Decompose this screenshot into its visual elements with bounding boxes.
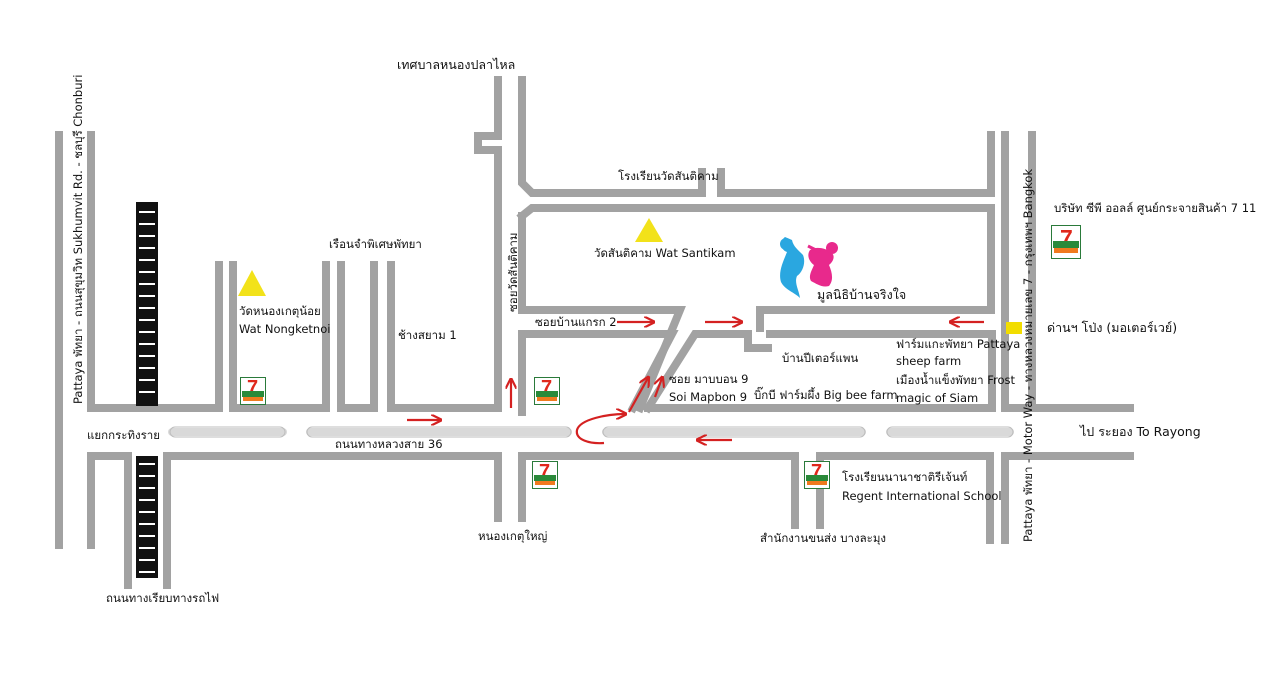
seven-eleven-logo-icon: 7 — [532, 461, 558, 489]
highway36-north-edge-2 — [229, 261, 330, 412]
railway-track-south — [136, 456, 158, 578]
label-mapbon-en: Soi Mapbon 9 — [669, 390, 748, 404]
label-sheep-farm-2: sheep farm — [896, 354, 962, 368]
label-ice-2: magic of Siam — [896, 391, 979, 405]
label-railway: ถนนทางเรียบทางรถไฟ — [106, 591, 220, 605]
direction-arrow-icon — [575, 414, 625, 445]
label-regent-th: โรงเรียนนานาชาติรีเจ้นท์ — [842, 470, 968, 484]
label-intersection: แยกกระทิงราย — [87, 428, 160, 442]
label-nong-ket-yai: หนองเกตุใหญ่ — [478, 529, 548, 543]
label-wat-nongketnoi-en: Wat Nongketnoi — [239, 322, 331, 336]
highway36-south-edge-west — [87, 452, 502, 522]
temple-triangle-icon — [635, 218, 663, 242]
label-foundation: มูลนิธิบ้านจริงใจ — [817, 287, 907, 302]
seven-eleven-logo-icon: 7 — [804, 461, 830, 489]
highway36-north-edge-3 — [337, 261, 378, 412]
highway36-north-edge-1 — [87, 261, 223, 412]
railway-track-north — [136, 202, 158, 406]
label-wat-nongketnoi-th: วัดหนองเกตุน้อย — [239, 304, 321, 318]
label-soi-santikam: ซอยวัดสันติคาม — [506, 232, 520, 312]
soi-santikam-east-edge — [518, 76, 706, 197]
highway36-south-edge-mid — [518, 452, 799, 529]
seven-eleven-logo-icon: 7 — [1051, 225, 1081, 259]
motorway-west-edge-north — [1001, 131, 1134, 412]
temple-triangle-icon — [238, 270, 266, 296]
label-toll: ด่านฯ โป่ง (มอเตอร์เวย์) — [1047, 320, 1178, 335]
farm-block — [766, 330, 996, 412]
label-motorway: Pattaya พัทยา - Motor Way - ทางหลวงหมายเ… — [1021, 168, 1035, 542]
seven-eleven-logo-icon: 7 — [240, 377, 266, 405]
seven-eleven-logo-icon: 7 — [534, 377, 560, 405]
direction-arrows — [407, 322, 984, 443]
label-soi-ban-kraek: ซอยบ้านแกรก 2 — [535, 315, 617, 329]
label-peter-pan: บ้านปีเตอร์แพน — [782, 351, 859, 365]
label-highway36: ถนนทางหลวงสาย 36 — [335, 437, 443, 451]
store-block — [518, 330, 679, 416]
direction-arrow-icon — [655, 378, 662, 398]
label-to-rayong: ไป ระยอง To Rayong — [1080, 424, 1201, 439]
roads — [55, 76, 1134, 589]
direction-arrow-icon — [628, 378, 648, 413]
label-chang-siam: ช้างสยาม 1 — [398, 328, 457, 342]
label-sukhumvit: Pattaya พัทยา - ถนนสุขุมวิท Sukhumvit Rd… — [71, 74, 85, 404]
label-regent-en: Regent International School — [842, 489, 1002, 503]
label-prison: เรือนจำพิเศษพัทยา — [329, 237, 422, 251]
median-outline — [169, 426, 1014, 438]
label-cp-all: บริษัท ซีพี ออลล์ ศูนย์กระจายสินค้า 7 11 — [1054, 201, 1257, 215]
label-mapbon-th: ซอย มาบบอน 9 — [669, 372, 749, 386]
school-road-north-edge — [717, 131, 995, 197]
highway36-south-edge-east2 — [816, 452, 994, 544]
label-wat-santikam: วัดสันติคาม Wat Santikam — [594, 246, 736, 260]
toll-gate-marker — [1006, 322, 1022, 334]
children-figures-logo — [780, 237, 838, 298]
inner-block-top — [516, 204, 995, 332]
mapbon-east-edge — [642, 330, 772, 414]
label-north-top: เทศบาลหนองปลาไหล — [397, 57, 516, 72]
label-bee-farm: บิ๊กบี ฟาร์มผึ้ง Big bee farm — [754, 388, 898, 402]
label-transport-office: สำนักงานขนส่ง บางละมุง — [760, 531, 887, 545]
label-school-santikam: โรงเรียนวัดสันติคาม — [618, 169, 719, 183]
soi-santikam-west-edge — [387, 76, 502, 412]
label-ice-1: เมืองน้ำแข็งพัทยา Frost — [896, 373, 1016, 387]
label-sheep-farm-1: ฟาร์มแกะพัทยา Pattaya — [896, 337, 1021, 351]
